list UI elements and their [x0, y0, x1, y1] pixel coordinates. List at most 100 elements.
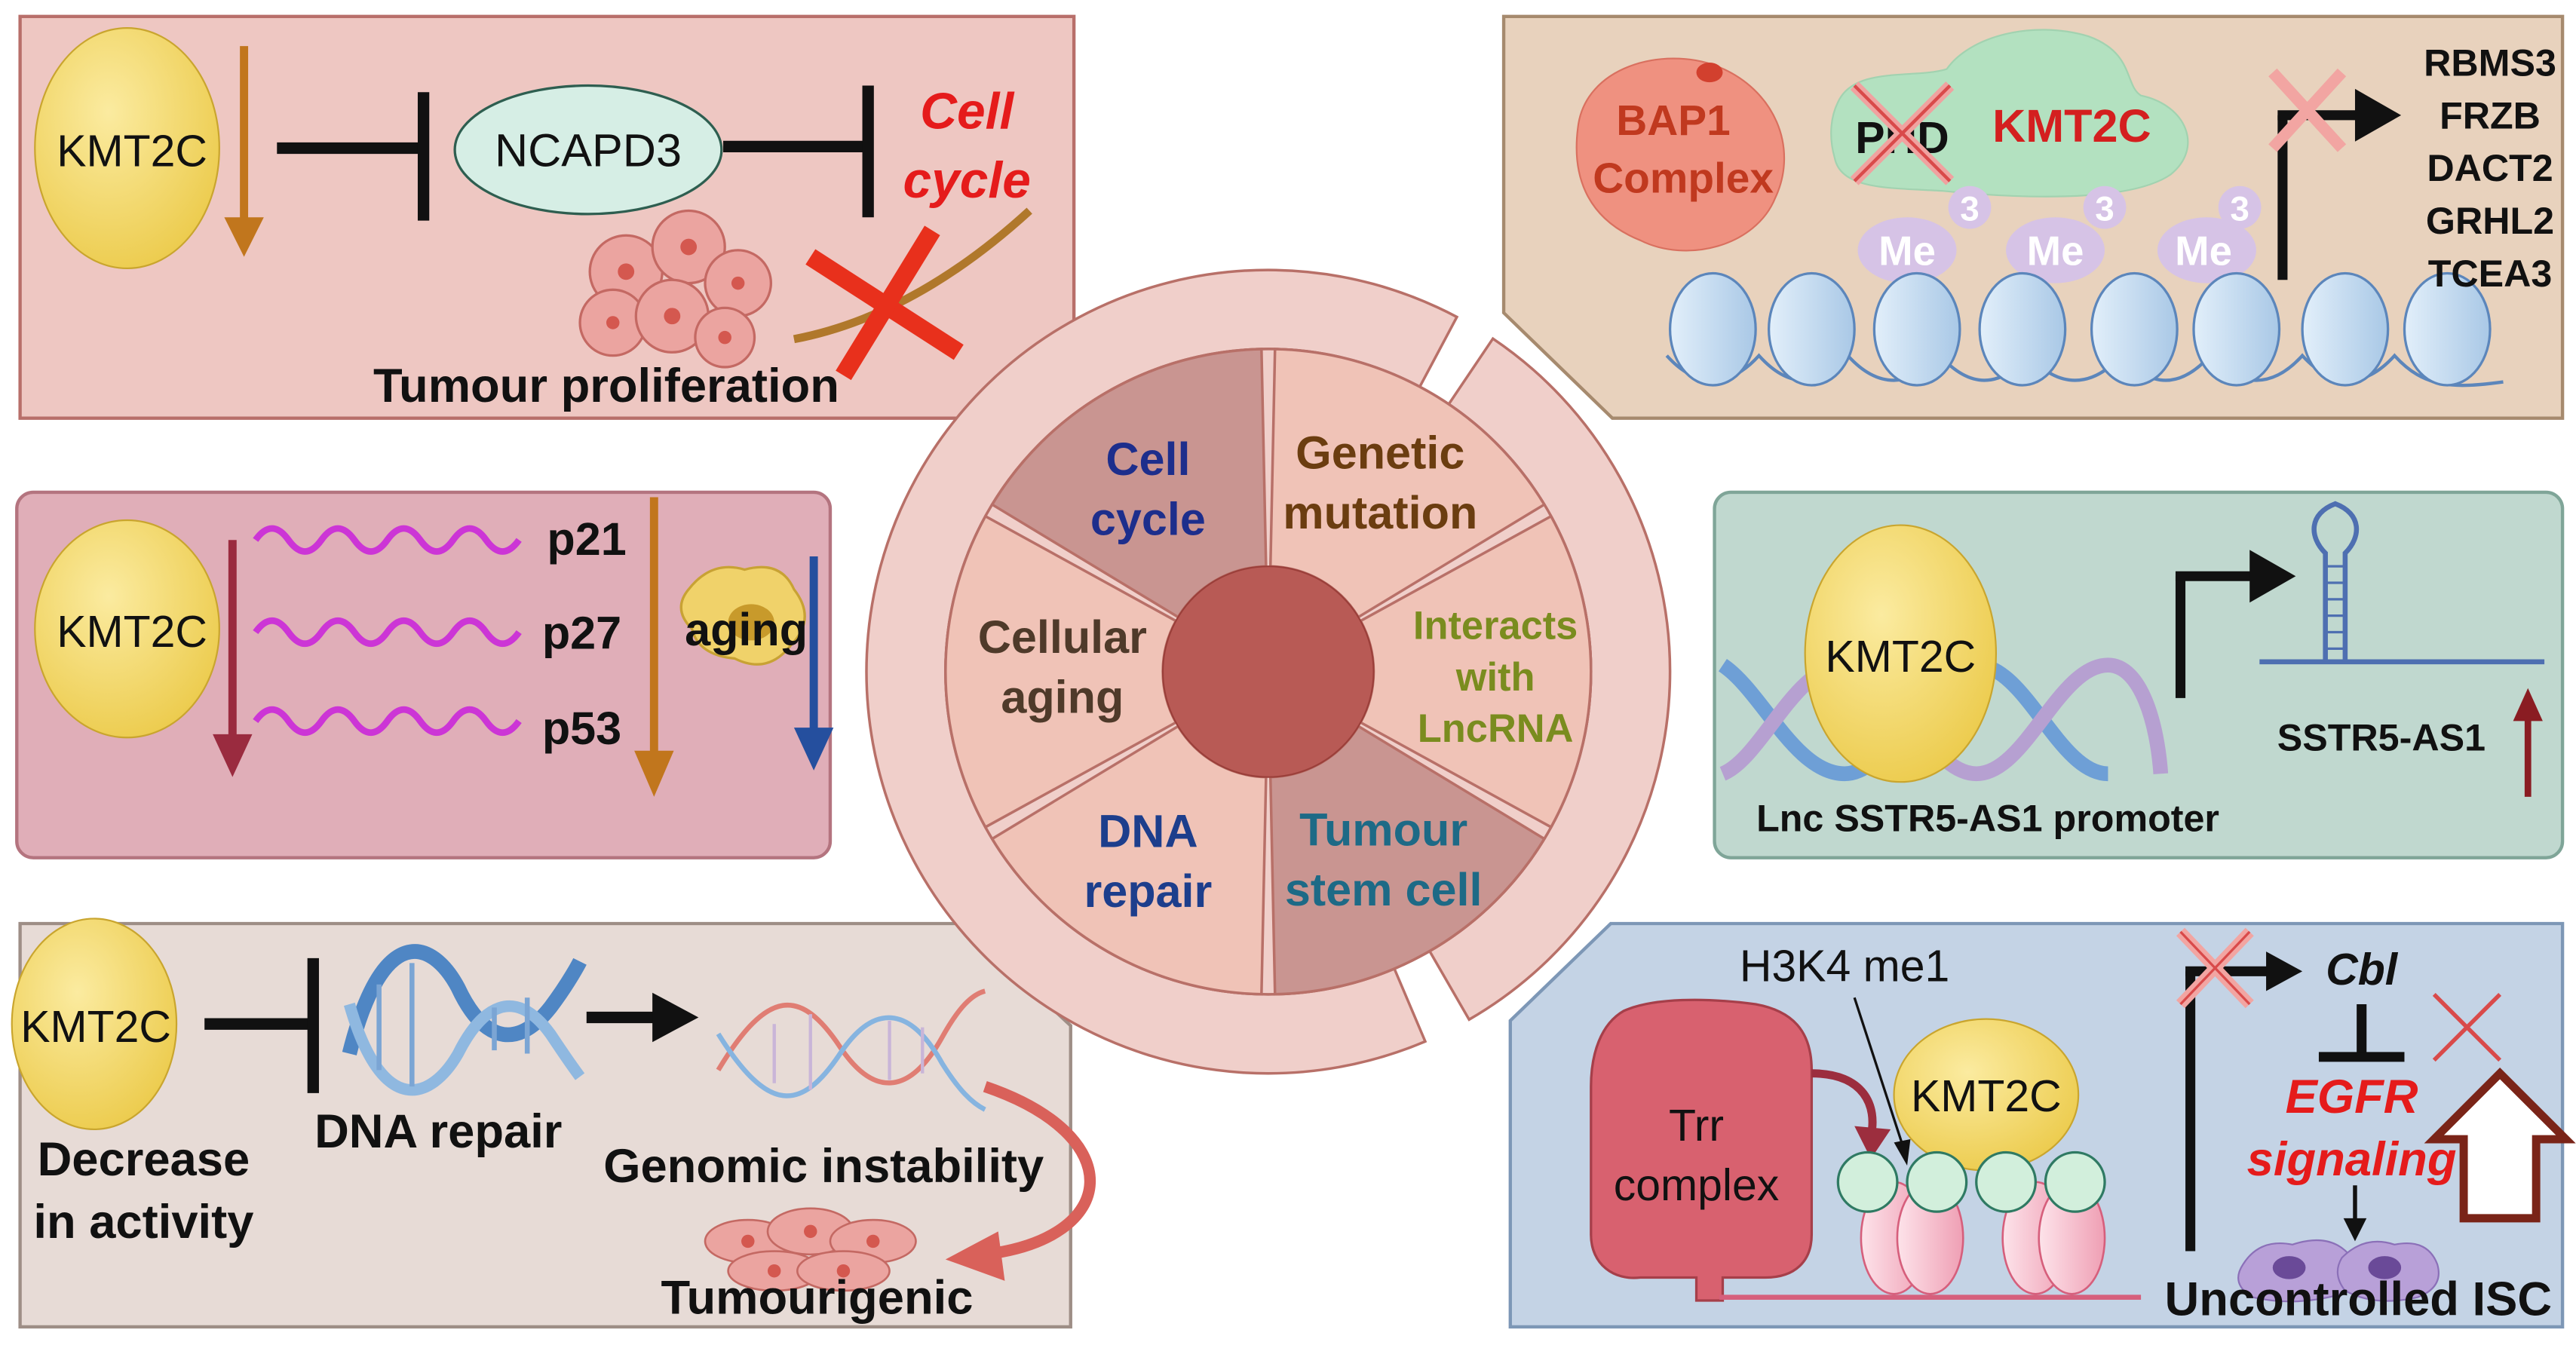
blocked-x-icon	[2268, 68, 2347, 152]
bap1-label-1: BAP1	[1616, 97, 1730, 145]
curved-arrow-icon	[945, 1080, 1096, 1281]
down-arrow-icon	[213, 540, 253, 777]
blocked-x-icon	[1850, 81, 1955, 185]
panel-lncrna: KMT2C Lnc SSTR5-AS1 promoter SSTR5-AS1	[1713, 490, 2565, 859]
wheel-segment-label-line: repair	[1084, 866, 1212, 917]
dna-repair-label: DNA repair	[314, 1105, 562, 1158]
inhibition-icon	[2318, 1003, 2405, 1062]
blocked-x-icon	[2432, 992, 2502, 1062]
uncontrolled-isc-caption: Uncontrolled ISC	[2165, 1273, 2553, 1326]
kmt2c-protein	[34, 27, 220, 270]
wheel-hub	[1161, 565, 1375, 778]
lncrna-hairpin-icon	[2259, 501, 2545, 665]
broken-dna-icon	[716, 988, 986, 1112]
kmt2c-label: KMT2C	[57, 127, 207, 176]
kmt2c-label: KMT2C	[1911, 1072, 2062, 1121]
tumourigenic-label: Tumourigenic	[661, 1272, 974, 1325]
dna-helix-icon	[342, 944, 587, 1096]
methyl-superscript: 3	[1960, 189, 1980, 228]
senescent-cell-icon	[679, 565, 806, 666]
inhibition-icon	[723, 85, 874, 218]
cbl-label: Cbl	[2326, 945, 2399, 994]
ncapd3-protein	[453, 84, 723, 216]
gene-label-rbms3: RBMS3	[2424, 41, 2556, 84]
promoter-label: Lnc SSTR5-AS1 promoter	[1756, 798, 2219, 840]
decrease-label-2: in activity	[33, 1196, 253, 1248]
wheel-segment-label-line: Cell	[1106, 434, 1190, 485]
ncapd3-label: NCAPD3	[495, 125, 682, 176]
kmt2c-label: KMT2C	[57, 608, 207, 657]
wheel-segment-label-line: cycle	[1090, 494, 1206, 545]
kmt2c-label: KMT2C	[1825, 633, 1976, 682]
methylation-mark	[2157, 185, 2262, 283]
methyl-label: Me	[2175, 228, 2232, 274]
panel-aging: KMT2C p21 p27 p53 aging	[15, 490, 834, 859]
transcription-start-arrow-icon	[2175, 550, 2296, 698]
down-arrow-icon	[2343, 1185, 2367, 1242]
methylation-mark	[2006, 185, 2127, 283]
up-arrow-icon	[2513, 688, 2543, 797]
nucleosome-row	[1665, 271, 2504, 388]
tumour-cell-cluster-icon	[578, 209, 772, 369]
panel-dna-repair: KMT2C Decrease in activity DNA repai	[11, 918, 1096, 1329]
methyl-label: Me	[2027, 228, 2084, 274]
panel-bap1: BAP1 Complex PHD KMT2C Me 3 Me 3 Me 3	[1501, 14, 2565, 420]
panel-egfr: H3K4 me1 Trr complex KMT2C	[1508, 921, 2576, 1329]
kmt2c-protein	[11, 918, 178, 1131]
transcription-start-arrow-icon	[2185, 951, 2303, 1252]
gene-label-frzb: FRZB	[2440, 94, 2541, 136]
methyl-superscript: 3	[2095, 189, 2114, 228]
wheel-segment-label: Genetic mutation	[1283, 427, 1477, 538]
wheel-segment-label-line: DNA	[1098, 806, 1198, 857]
down-arrow-icon	[793, 556, 834, 771]
wheel-segments	[944, 348, 1593, 996]
gene-label-tcea3: TCEA3	[2428, 253, 2553, 295]
wheel-segment-label-line: Tumour	[1299, 804, 1467, 855]
wheel-segment-label-line: stem cell	[1285, 864, 1483, 915]
kmt2c-label: KMT2C	[1992, 100, 2151, 152]
wheel-segment-label-line: LncRNA	[1418, 707, 1574, 751]
inhibition-icon	[277, 92, 430, 221]
kmt2c-protein	[1804, 524, 1998, 783]
decrease-label-1: Decrease	[38, 1133, 250, 1186]
panel-background	[15, 490, 833, 859]
wheel-segment-label-line: aging	[1001, 671, 1124, 722]
wheel-segment-label-line: Genetic	[1296, 427, 1464, 478]
curved-arrow-icon	[1811, 1069, 1891, 1160]
down-arrow-icon	[224, 46, 264, 257]
pointer-arrow-icon	[1853, 997, 1911, 1166]
blocked-x-icon	[2176, 927, 2254, 1009]
right-arrow-icon	[586, 992, 699, 1043]
gene-p27-label: p27	[542, 607, 621, 658]
wheel-segment-label: DNA repair	[1084, 806, 1212, 917]
bap1-label-2: Complex	[1593, 155, 1774, 202]
sstr5-as1-label: SSTR5-AS1	[2277, 717, 2486, 759]
cell-cycle-curve	[793, 207, 1032, 344]
kmt2c-protein	[34, 519, 220, 739]
methyl-label: Me	[1878, 228, 1936, 274]
gene-p53-label: p53	[542, 703, 621, 754]
trr-label-2: complex	[1614, 1161, 1779, 1210]
panel-proliferation: KMT2C NCAPD3 Cell cycle	[18, 14, 1076, 420]
wheel-segment-label-line: with	[1455, 656, 1535, 700]
egfr-label-2: signaling	[2247, 1133, 2457, 1186]
bap1-complex-blob	[1575, 57, 1786, 252]
tumour-proliferation-caption: Tumour proliferation	[373, 360, 839, 412]
up-arrow-icon	[2424, 1067, 2576, 1223]
gene-label-grhl2: GRHL2	[2426, 200, 2554, 242]
methylation-mark	[1857, 185, 1992, 283]
aging-label: aging	[685, 604, 808, 655]
wheel-segment-label-line: mutation	[1283, 487, 1477, 538]
histone-mark-row	[1836, 1150, 2106, 1213]
cell-cycle-label-1: Cell	[920, 83, 1014, 139]
methyl-superscript: 3	[2230, 189, 2249, 228]
inhibition-icon	[204, 957, 319, 1093]
gene-label-dact2: DACT2	[2427, 147, 2553, 189]
genomic-instability-label: Genomic instability	[603, 1140, 1044, 1193]
wheel-segment-label-line: Interacts	[1413, 605, 1578, 648]
bap1-spot	[1696, 62, 1723, 83]
trr-label-1: Trr	[1669, 1101, 1724, 1150]
